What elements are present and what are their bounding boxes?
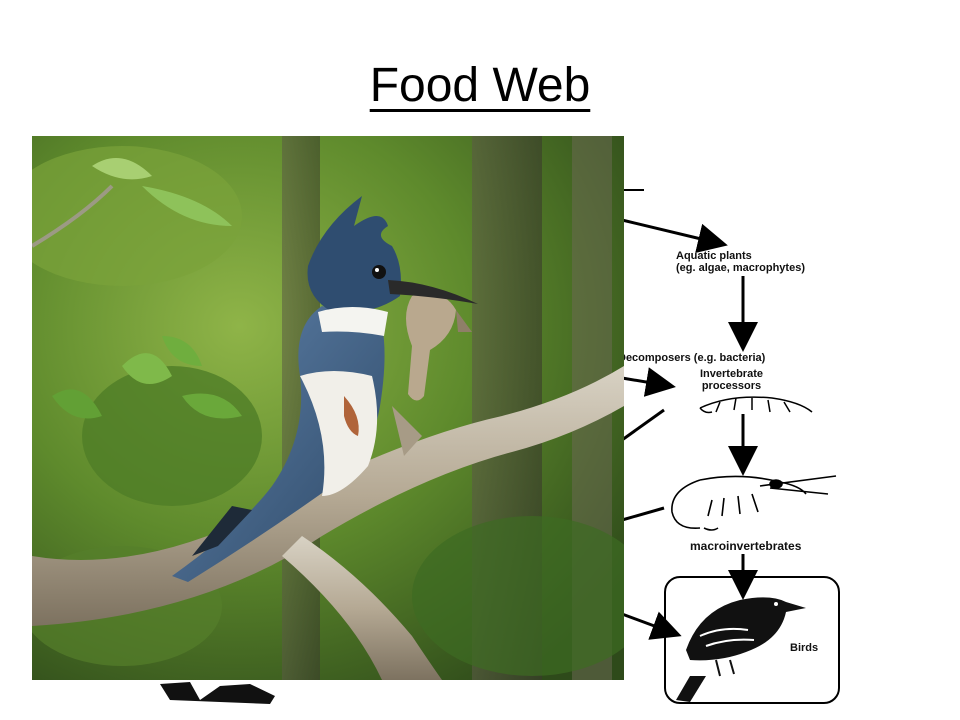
kingfisher-image xyxy=(32,136,624,680)
shrimp-icon xyxy=(671,475,837,531)
invertebrate-label: Invertebrate xyxy=(700,368,763,380)
macroinvertebrates-label: macroinvertebrates xyxy=(690,539,802,553)
slide-title: Food Web xyxy=(369,59,591,112)
partial-figure-icon xyxy=(160,682,275,704)
arrow-to-decomposers xyxy=(621,367,676,397)
decomposers-label: Decomposers (e.g. bacteria) xyxy=(618,352,766,364)
arrow-to-aquatic-plants xyxy=(621,218,728,253)
line-left-1 xyxy=(621,408,665,442)
arrow-to-birds xyxy=(621,611,682,640)
aquatic-plants-label: Aquatic plants xyxy=(676,250,752,262)
kingfisher-photo xyxy=(32,136,624,680)
birds-label: Birds xyxy=(790,642,819,654)
aquatic-plants-examples: (eg. algae, macrophytes) xyxy=(676,262,805,274)
birds-highlight-box xyxy=(664,576,840,704)
line-left-2 xyxy=(621,506,665,522)
bird-sketch-icon xyxy=(676,597,806,702)
amphipod-icon xyxy=(699,396,813,414)
processors-label: processors xyxy=(701,380,762,392)
